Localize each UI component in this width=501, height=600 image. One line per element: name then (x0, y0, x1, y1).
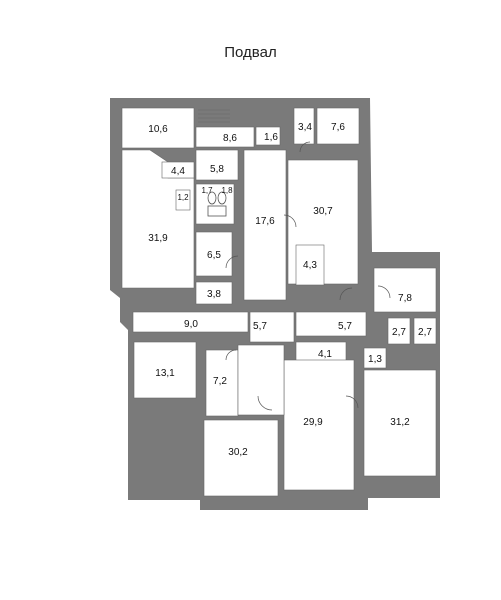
room-label: 1,3 (368, 354, 382, 365)
room-label: 30,2 (228, 447, 248, 458)
room-label: 4,4 (171, 166, 185, 177)
toilet-fixtures (207, 191, 227, 217)
room-label: 4,3 (303, 260, 317, 271)
room-label: 6,5 (207, 250, 221, 261)
room-label: 13,1 (155, 368, 175, 379)
room-label: 1,8 (221, 186, 233, 195)
room-label: 7,6 (331, 122, 345, 133)
room-label: 30,7 (313, 206, 333, 217)
room-label: 2,7 (392, 327, 406, 338)
room-label: 1,6 (264, 132, 278, 143)
room-label: 1,7 (201, 186, 213, 195)
plan-title: Подвал (224, 44, 277, 61)
room-floors (121, 107, 437, 497)
room-label: 5,7 (253, 321, 267, 332)
room-label: 9,0 (184, 319, 198, 330)
room-label: 5,7 (338, 321, 352, 332)
room-label: 7,8 (398, 293, 412, 304)
room-label: 3,4 (298, 122, 312, 133)
room-label: 17,6 (255, 216, 275, 227)
room-label: 7,2 (213, 376, 227, 387)
room-label: 10,6 (148, 124, 168, 135)
room-label: 1,2 (177, 193, 189, 202)
room-label: 2,7 (418, 327, 432, 338)
room-label: 8,6 (223, 133, 237, 144)
room-label: 29,9 (303, 417, 323, 428)
door-swings (225, 141, 391, 411)
room-labels: 10,6 8,6 1,6 3,4 7,6 4,4 5,8 1,2 1,7 1,8… (148, 122, 432, 458)
room-label: 31,9 (148, 233, 168, 244)
room-label: 31,2 (390, 417, 410, 428)
room-label: 4,1 (318, 349, 332, 360)
room-label: 3,8 (207, 289, 221, 300)
room-label: 5,8 (210, 164, 224, 175)
staircase (198, 109, 230, 123)
